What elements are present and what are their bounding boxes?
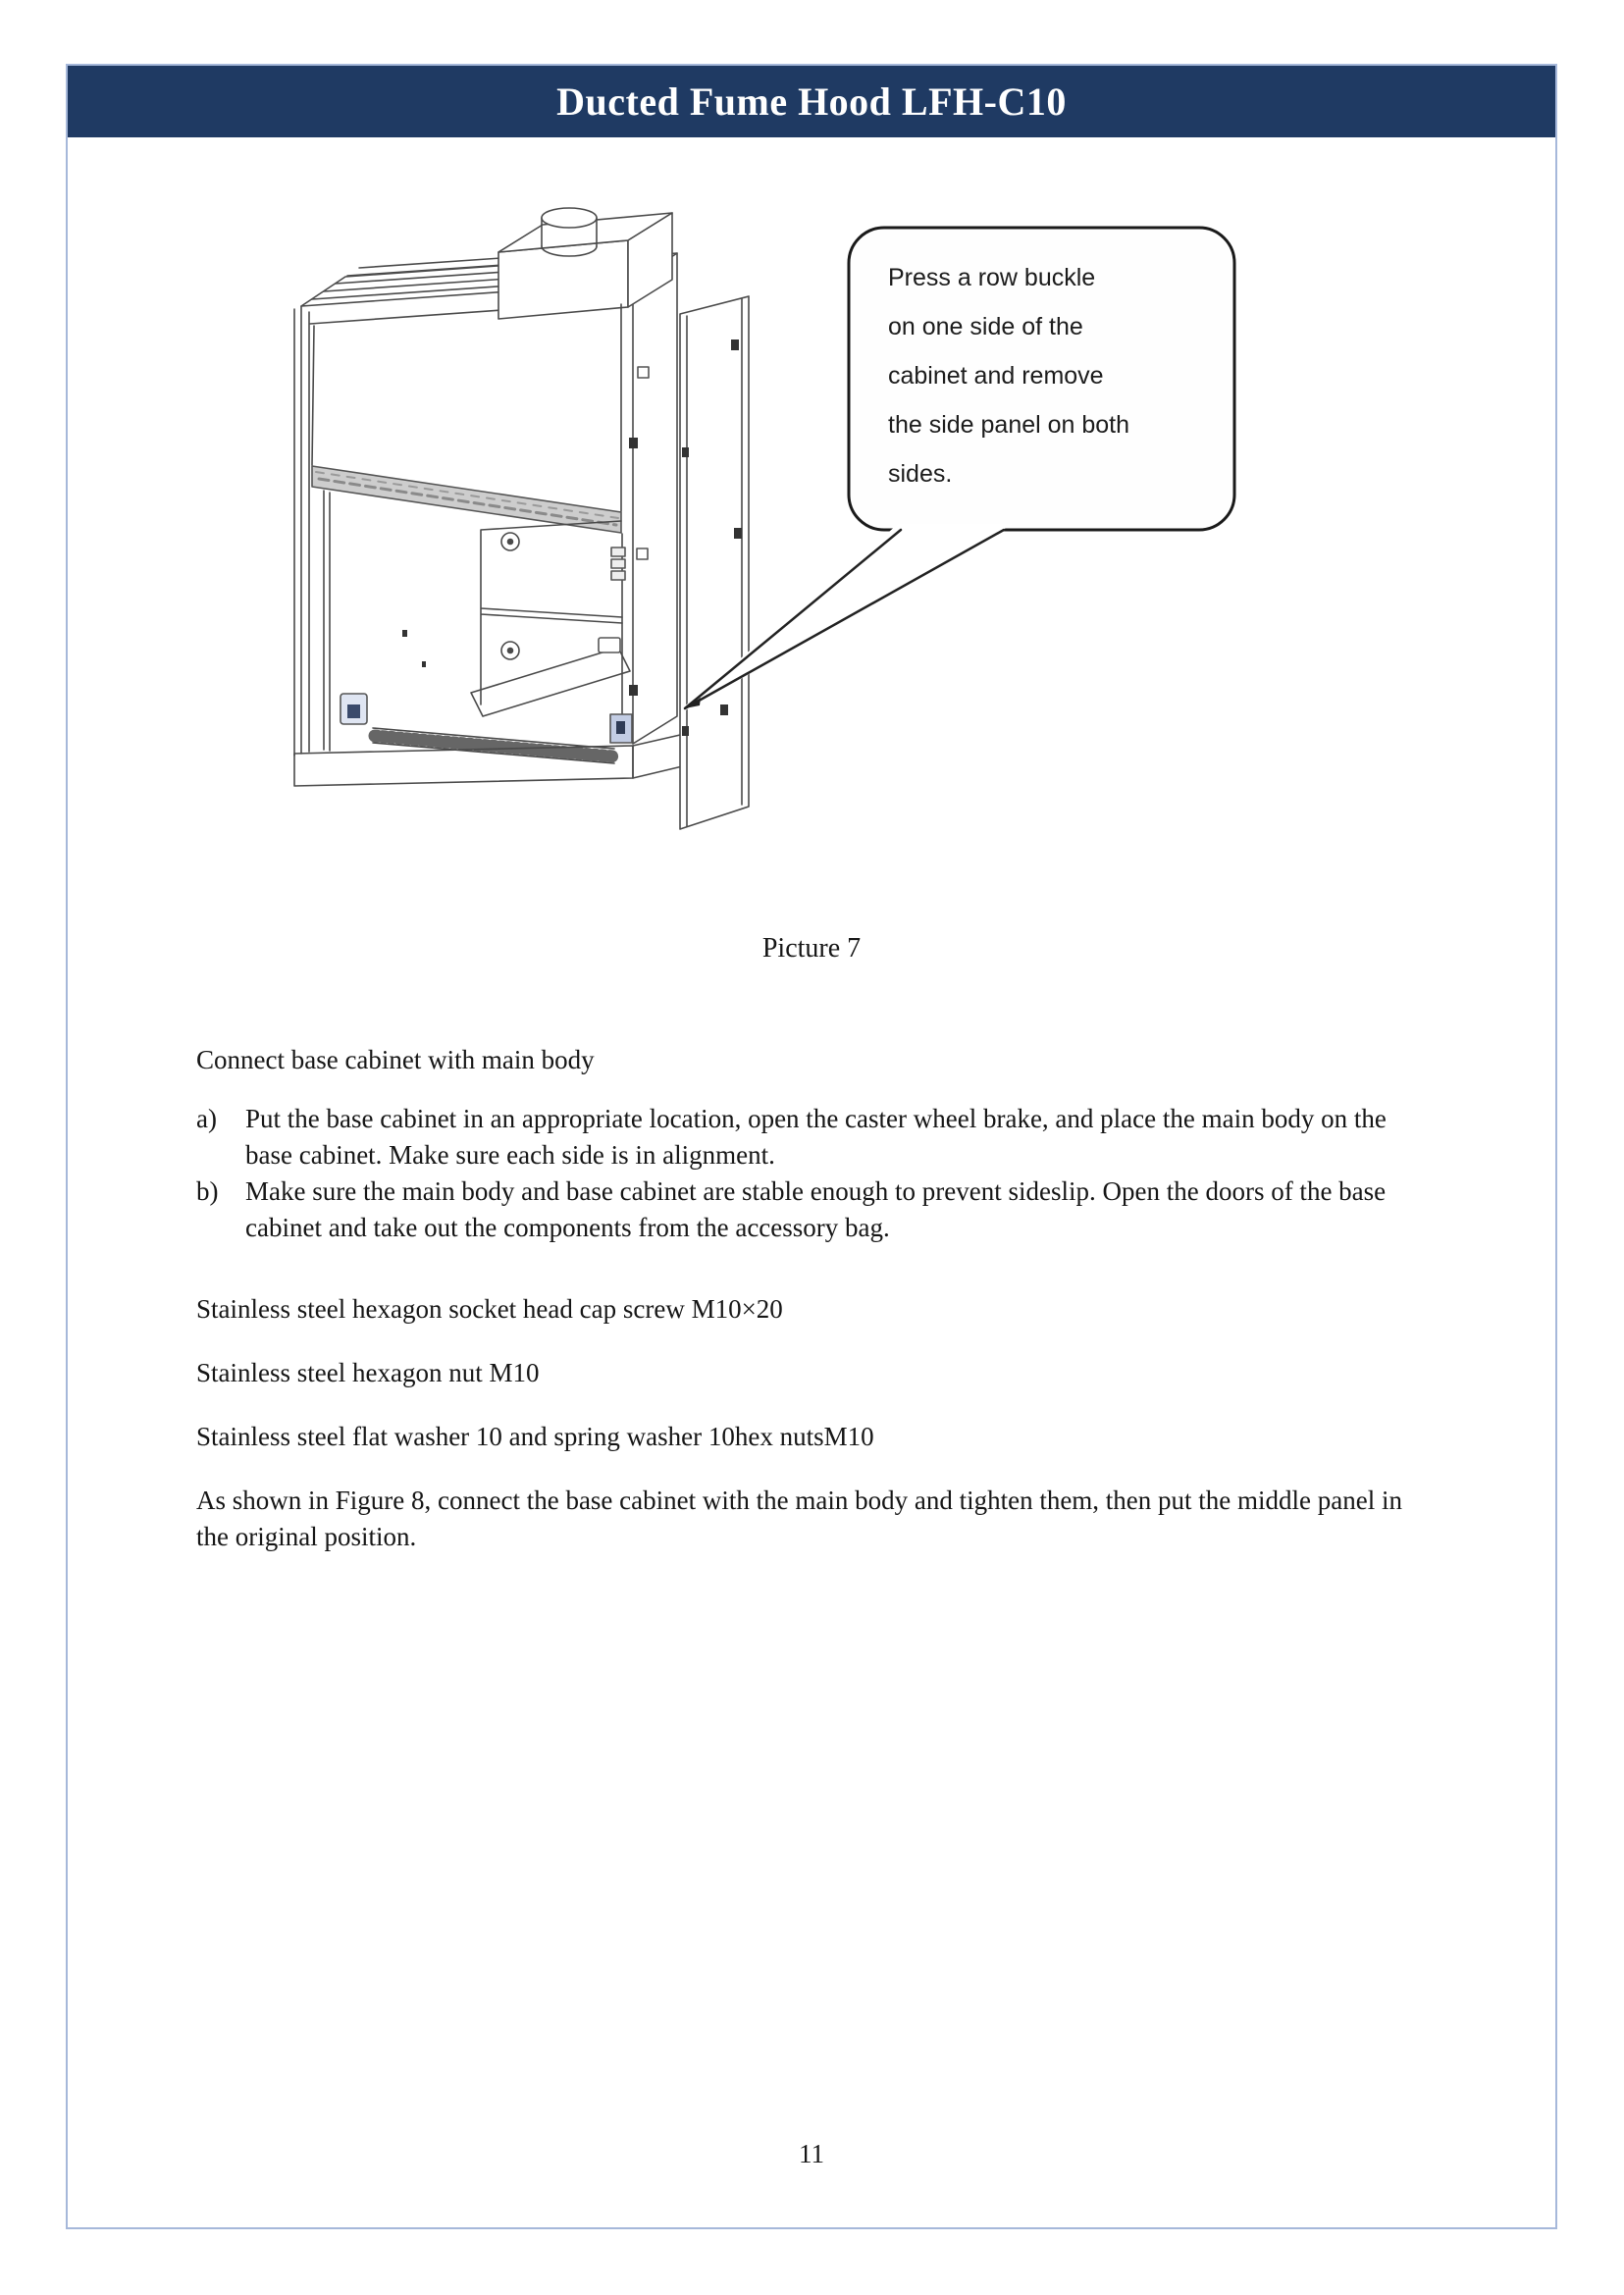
side-panel (679, 295, 750, 830)
list-item: a) Put the base cabinet in an appropriat… (196, 1101, 1432, 1174)
paragraph: Stainless steel flat washer 10 and sprin… (196, 1422, 874, 1451)
section-heading: Connect base cabinet with main body (196, 1045, 595, 1074)
page-header: Ducted Fume Hood LFH-C10 (68, 66, 1555, 137)
callout-line: Press a row buckle (888, 264, 1096, 291)
list-marker: a) (196, 1104, 217, 1133)
paragraph: As shown in Figure 8, connect the base c… (196, 1486, 1402, 1551)
blower-box (498, 207, 673, 320)
callout-bubble-text: Press a row buckle on one side of the ca… (888, 253, 1222, 498)
fume-hood-drawing (293, 207, 750, 830)
list-text: Make sure the main body and base cabinet… (245, 1176, 1387, 1242)
paragraph: Stainless steel hexagon nut M10 (196, 1358, 540, 1387)
callout-line: sides. (888, 460, 953, 488)
callout-line: the side panel on both (888, 411, 1130, 439)
paragraph: Stainless steel hexagon socket head cap … (196, 1294, 783, 1324)
document-page: Ducted Fume Hood LFH-C10 (66, 64, 1557, 2229)
list-text: Put the base cabinet in an appropriate l… (245, 1104, 1387, 1170)
page-title: Ducted Fume Hood LFH-C10 (556, 79, 1067, 124)
list-item: b) Make sure the main body and base cabi… (196, 1174, 1432, 1246)
callout-line: cabinet and remove (888, 362, 1104, 390)
callout-line: on one side of the (888, 313, 1083, 340)
body-text: Connect base cabinet with main body a) P… (196, 1042, 1432, 1555)
page-number: 11 (799, 2139, 824, 2168)
list-marker: b) (196, 1176, 219, 1206)
fume-hood-diagram (293, 207, 1236, 830)
figure-picture-7: Press a row buckle on one side of the ca… (68, 137, 1555, 930)
callout-bubble (683, 226, 1236, 710)
figure-caption: Picture 7 (761, 933, 862, 964)
